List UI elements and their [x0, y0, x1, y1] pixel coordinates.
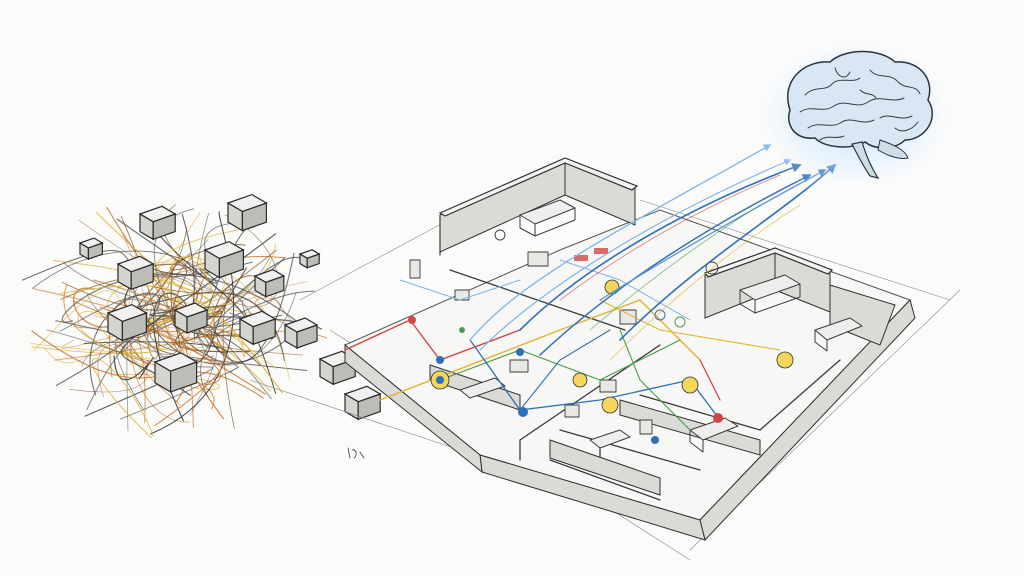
wire-strand [168, 252, 216, 299]
wire-strand [206, 252, 295, 363]
room-top-left [438, 157, 639, 256]
server-box-icon [253, 269, 286, 298]
server-box-icon [173, 302, 209, 335]
wire-strand [116, 261, 291, 380]
wire-strand [46, 312, 189, 353]
wire-strand [153, 297, 234, 427]
wire-strand [150, 210, 235, 435]
wire-strand [77, 311, 210, 363]
sensor-node-icon [408, 248, 794, 444]
server-box-icon [106, 303, 148, 342]
server-box-icon [138, 205, 177, 241]
wire-strand [73, 257, 181, 328]
hospital-bed-icon [459, 199, 863, 453]
server-box-icon [238, 310, 277, 346]
equipment-details [409, 229, 719, 435]
wire-strand [121, 263, 225, 364]
wire-strand [32, 288, 195, 429]
wire-strand [59, 285, 180, 326]
server-box-icon [78, 237, 104, 261]
wire-strand [193, 213, 297, 366]
wire-strand [63, 284, 215, 410]
server-box-icon [203, 240, 245, 279]
wire-strand [113, 355, 154, 381]
server-box-icon [298, 249, 321, 269]
wire-strand [61, 273, 319, 340]
server-box-icon [116, 255, 155, 291]
server-box-cluster [78, 193, 382, 421]
brain-folds [799, 67, 921, 141]
server-box-icon [153, 352, 199, 393]
wire-strand [213, 256, 315, 327]
interior-walls [449, 269, 841, 501]
wire-strand [119, 366, 240, 420]
floor-plan-icon [249, 157, 961, 561]
sketch-mark [347, 447, 365, 459]
wire-strand [59, 294, 272, 400]
wire-strand [92, 358, 154, 439]
server-box-icon [283, 317, 319, 350]
server-box-icon [226, 193, 268, 232]
brain-icon [745, 30, 965, 200]
server-box-icon [343, 385, 382, 421]
wire-strand [31, 250, 197, 290]
wire-strand [254, 297, 328, 339]
outer-wall-west [344, 343, 483, 474]
wire-strand [151, 286, 235, 429]
